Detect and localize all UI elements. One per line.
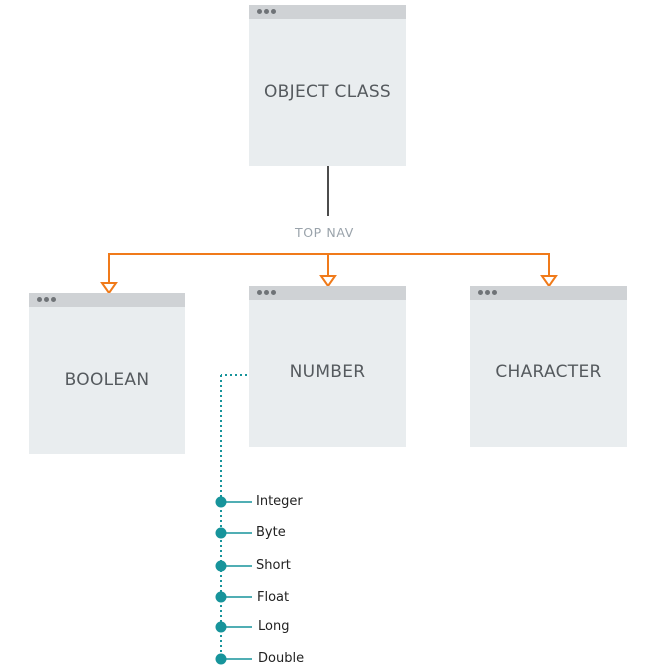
subtype-integer: Integer (256, 494, 303, 509)
number-card[interactable]: NUMBER (249, 286, 406, 447)
boolean-title: BOOLEAN (64, 370, 150, 390)
arrow-boolean (100, 254, 118, 295)
leaf-double (215, 653, 252, 665)
window-bar (29, 293, 185, 307)
leaf-byte (215, 527, 252, 539)
window-dots-icon (478, 290, 497, 296)
window-bar (249, 286, 406, 300)
arrow-character (540, 254, 558, 288)
window-bar (249, 5, 406, 19)
boolean-card[interactable]: BOOLEAN (29, 293, 185, 454)
subtype-long: Long (258, 619, 290, 634)
number-title: NUMBER (289, 362, 366, 382)
window-bar (470, 286, 627, 300)
character-title: CHARACTER (495, 362, 602, 382)
arrow-number (319, 254, 337, 288)
character-card[interactable]: CHARACTER (470, 286, 627, 447)
leaf-integer (215, 496, 252, 508)
leaf-short (215, 560, 252, 572)
window-dots-icon (257, 290, 276, 296)
subtype-short: Short (256, 558, 291, 573)
top-nav-label: TOP NAV (295, 225, 354, 240)
window-dots-icon (37, 297, 56, 303)
leaf-long (215, 621, 252, 633)
subtype-byte: Byte (256, 525, 286, 540)
object-class-card[interactable]: OBJECT CLASS (249, 5, 406, 166)
leaf-float (215, 591, 252, 603)
window-dots-icon (257, 9, 276, 15)
subtype-double: Double (258, 651, 305, 666)
object-class-title: OBJECT CLASS (264, 82, 391, 102)
subtype-float: Float (257, 590, 290, 605)
